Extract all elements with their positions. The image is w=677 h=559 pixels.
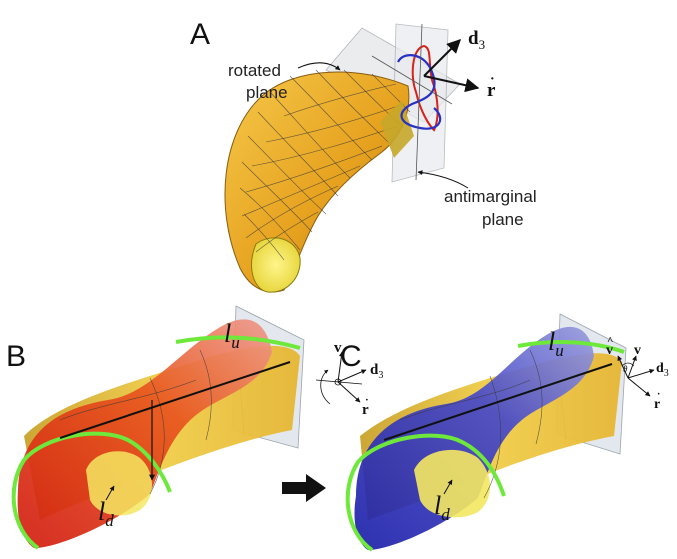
plane-axis-line: [415, 23, 423, 181]
rdot-dot: ·: [490, 72, 495, 87]
blue-curve: [397, 54, 442, 130]
d3-vector: [423, 39, 461, 77]
antimarginal-label-2: plane: [482, 210, 524, 229]
triad-c: [617, 355, 655, 397]
vhat-hat-c: ^: [607, 335, 613, 347]
panel-c: C lu ld v ^ v: [340, 313, 669, 552]
rotated-plane-label-1: rotated: [228, 61, 281, 80]
panel-c-letter: C: [340, 340, 362, 373]
ld-pointer-c: [443, 479, 453, 495]
ld-pointer-b: [105, 485, 115, 501]
v-label-c: v: [634, 343, 641, 358]
plane-axis-line-2: [371, 55, 453, 105]
green-edge-b-top: [175, 335, 301, 350]
rdot-label-b: r: [362, 402, 369, 418]
d3-label-c: d3: [656, 361, 669, 379]
mesh-c: [399, 349, 543, 499]
triad-b: [315, 351, 367, 405]
antimarginal-pointer: [417, 170, 469, 189]
axis-b: [59, 361, 291, 439]
d3-label-b: d3: [370, 362, 383, 381]
lu-label-b: lu: [224, 319, 240, 352]
rdot-dot-c: ·: [657, 389, 660, 400]
shell-rim: [380, 100, 414, 158]
rotated-plane-pointer: [297, 62, 341, 71]
rdot-label-c: r: [654, 397, 660, 412]
axis-c: [383, 363, 613, 441]
rdot-label: r: [487, 80, 496, 101]
red-wave-sheet: [17, 319, 272, 548]
inner-yellow-c: [414, 449, 490, 518]
panel-b: B lu ld: [6, 305, 383, 550]
shell-opening: [251, 237, 301, 293]
panel-b-letter: B: [6, 340, 26, 373]
d3-label: d3: [468, 28, 485, 52]
antimarginal-label-1: antimarginal: [444, 187, 537, 206]
inner-yellow-b: [86, 451, 152, 516]
green-edge-c-front: [345, 433, 506, 552]
mesh-b: [59, 349, 212, 495]
transition-arrow: [282, 474, 326, 502]
v-label-b: v: [334, 340, 342, 356]
green-edge-c-top: [517, 340, 625, 354]
panel-a: A: [190, 18, 537, 293]
blue-wave-sheet: [354, 326, 594, 550]
ld-label-b: ld: [98, 497, 114, 530]
shell-mesh: [239, 69, 411, 261]
rdot-vector: [423, 75, 480, 93]
ld-label-c: ld: [434, 491, 450, 524]
lu-label-c: lu: [548, 327, 564, 360]
rotated-plane-label-2: plane: [246, 83, 288, 102]
rdot-dot-b: ·: [365, 394, 369, 406]
panel-a-letter: A: [190, 18, 210, 51]
vhat-label-c: v: [606, 343, 613, 358]
theta-label-c: θ: [623, 364, 628, 374]
